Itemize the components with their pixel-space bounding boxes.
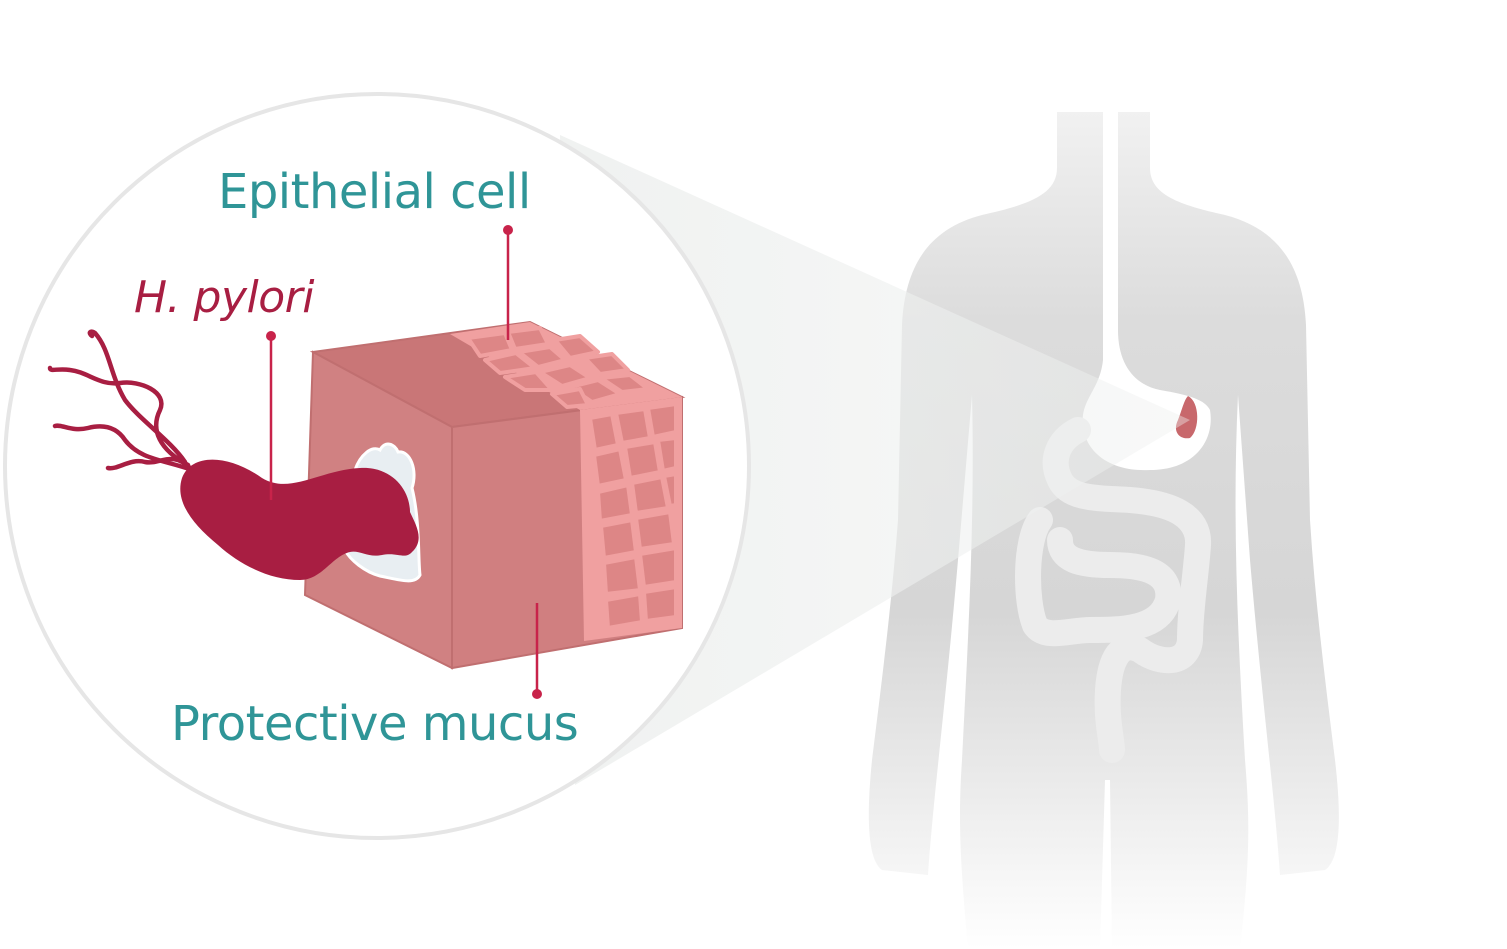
- human-body-silhouette: [868, 112, 1339, 949]
- mucus-leader-dot: [532, 689, 542, 699]
- zoom-cone: [560, 135, 1190, 785]
- epithelial-leader-dot: [503, 225, 513, 235]
- mucus-cube-icon: [303, 320, 686, 670]
- h-pylori-leader-dot: [266, 331, 276, 341]
- epithelial-cell-label: Epithelial cell: [218, 164, 531, 220]
- h-pylori-bacterium-icon: [47, 329, 422, 583]
- stomach-icon: [1082, 112, 1211, 471]
- h-pylori-label: H. pylori: [134, 272, 315, 323]
- leader-lines: [266, 225, 542, 699]
- protective-mucus-label: Protective mucus: [171, 696, 579, 752]
